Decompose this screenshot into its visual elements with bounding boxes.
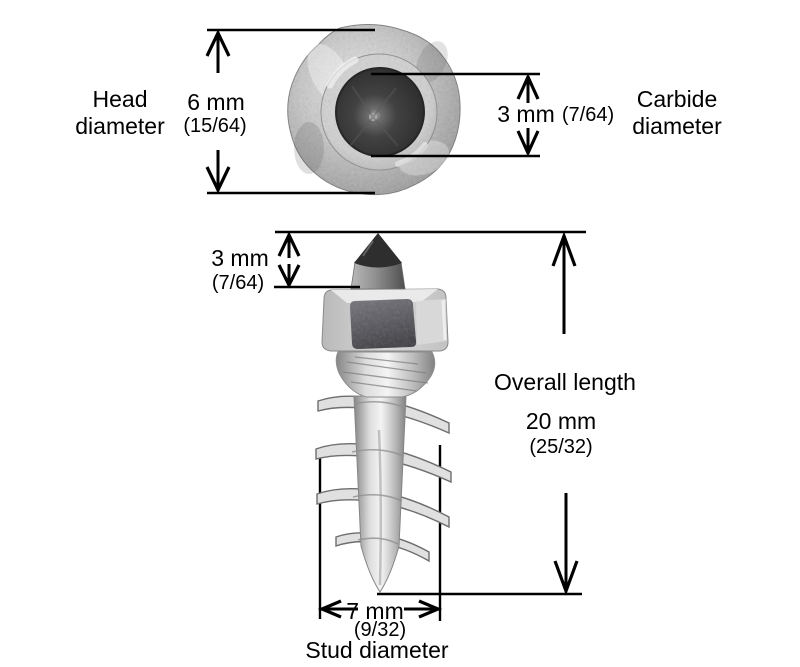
stud-diameter-label: Stud diameter	[305, 637, 449, 663]
tip-height-dimension	[274, 230, 586, 289]
stud-diameter-dimension	[317, 599, 443, 619]
carbide-diameter-dimension	[371, 72, 540, 158]
overall-length-dimension	[377, 231, 582, 596]
overall-length-fraction: (25/32)	[529, 436, 593, 458]
stud-side-view-illustration	[315, 233, 452, 593]
carbide-pin-top	[335, 67, 425, 157]
stud-diameter-value: 7 mm	[346, 598, 404, 624]
carbide-diameter-label-line1: Carbide	[636, 86, 718, 112]
head-diameter-dimension	[205, 28, 375, 195]
overall-length-value: 20 mm	[525, 408, 597, 434]
head-diameter-value: 6 mm	[187, 89, 245, 115]
carbide-diameter-label-line2: diameter	[632, 113, 722, 139]
tip-height-value: 3 mm	[211, 245, 269, 271]
head-diameter-fraction: (15/64)	[183, 115, 247, 137]
stud-diameter-fraction: (9/32)	[353, 619, 407, 641]
head-diameter-label-line2: diameter	[75, 113, 165, 139]
carbide-tip-cone	[354, 233, 402, 268]
carbide-diameter-value: 3 mm	[497, 101, 555, 127]
overall-length-label: Overall length	[494, 369, 636, 395]
head-diameter-label: Head diameter	[40, 86, 200, 140]
head-diameter-label-line1: Head	[92, 86, 148, 112]
carbide-diameter-fraction: (7/64)	[561, 104, 615, 126]
stud-top-view-illustration	[287, 24, 461, 196]
screw-collar	[335, 351, 436, 398]
tip-height-fraction: (7/64)	[211, 272, 265, 294]
carbide-diameter-label: Carbide diameter	[602, 86, 752, 140]
